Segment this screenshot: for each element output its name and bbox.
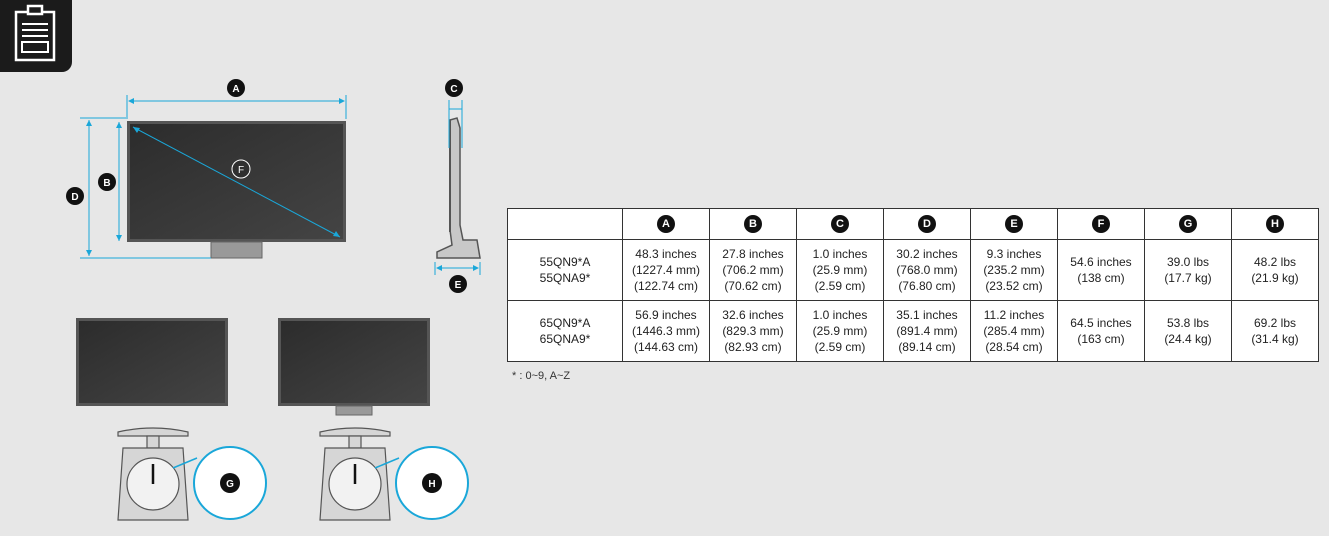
value-cell-f: 54.6 inches (138 cm) [1057, 239, 1145, 301]
value-cell-f: 64.5 inches (163 cm) [1057, 300, 1145, 362]
header-a: A [622, 208, 710, 240]
badge-h-icon: H [1266, 215, 1284, 233]
dimension-diagram: A B D F C E [66, 79, 481, 521]
value-cell-c: 1.0 inches (25.9 mm) (2.59 cm) [796, 239, 884, 301]
value-cell-d: 35.1 inches (891.4 mm) (89.14 cm) [883, 300, 971, 362]
tv-without-stand-on-scale [76, 318, 267, 521]
value-cell-g: 53.8 lbs (24.4 kg) [1144, 300, 1232, 362]
badge-e-icon: E [1005, 215, 1023, 233]
clipboard-icon [0, 0, 72, 72]
badge-a: A [227, 79, 245, 97]
svg-text:B: B [103, 178, 110, 189]
value-cell-h: 48.2 lbs (21.9 kg) [1231, 239, 1319, 301]
badge-b-icon: B [744, 215, 762, 233]
badge-d: D [66, 187, 84, 205]
tv-side-view [434, 100, 481, 275]
svg-text:G: G [226, 479, 234, 490]
header-model [507, 208, 623, 240]
badge-b: B [98, 173, 116, 191]
header-d: D [883, 208, 971, 240]
value-cell-d: 30.2 inches (768.0 mm) (76.80 cm) [883, 239, 971, 301]
svg-text:C: C [450, 84, 457, 95]
value-cell-a: 56.9 inches (1446.3 mm) (144.63 cm) [622, 300, 710, 362]
model-cell: 55QN9*A 55QNA9* [507, 239, 623, 301]
badge-g-icon: G [1179, 215, 1197, 233]
header-f: F [1057, 208, 1145, 240]
header-c: C [796, 208, 884, 240]
value-cell-b: 27.8 inches (706.2 mm) (70.62 cm) [709, 239, 797, 301]
tv-with-stand-on-scale [278, 318, 469, 521]
svg-text:H: H [428, 479, 435, 490]
svg-text:F: F [238, 165, 244, 176]
model-footnote: * : 0~9, A~Z [512, 370, 571, 382]
svg-text:A: A [232, 84, 239, 95]
badge-a-icon: A [657, 215, 675, 233]
header-e: E [970, 208, 1058, 240]
table-header-row: A B C D E F G H [507, 208, 1319, 240]
header-h: H [1231, 208, 1319, 240]
model-cell: 65QN9*A 65QNA9* [507, 300, 623, 362]
value-cell-h: 69.2 lbs (31.4 kg) [1231, 300, 1319, 362]
tv-front-view [80, 95, 347, 259]
header-b: B [709, 208, 797, 240]
value-cell-g: 39.0 lbs (17.7 kg) [1144, 239, 1232, 301]
badge-h: H [422, 473, 442, 493]
value-cell-e: 9.3 inches (235.2 mm) (23.52 cm) [970, 239, 1058, 301]
table-row: 55QN9*A 55QNA9* 48.3 inches (1227.4 mm) … [507, 239, 1319, 301]
badge-d-icon: D [918, 215, 936, 233]
value-cell-a: 48.3 inches (1227.4 mm) (122.74 cm) [622, 239, 710, 301]
badge-e: E [449, 275, 467, 293]
badge-f: F [238, 165, 244, 176]
badge-g: G [220, 473, 240, 493]
value-cell-b: 32.6 inches (829.3 mm) (82.93 cm) [709, 300, 797, 362]
svg-text:D: D [71, 192, 78, 203]
badge-f-icon: F [1092, 215, 1110, 233]
dimensions-table: A B C D E F G H 55QN9*A 55QNA9* 48.3 inc… [507, 208, 1319, 362]
badge-c-icon: C [831, 215, 849, 233]
header-g: G [1144, 208, 1232, 240]
table-row: 65QN9*A 65QNA9* 56.9 inches (1446.3 mm) … [507, 300, 1319, 362]
value-cell-e: 11.2 inches (285.4 mm) (28.54 cm) [970, 300, 1058, 362]
badge-c: C [445, 79, 463, 97]
value-cell-c: 1.0 inches (25.9 mm) (2.59 cm) [796, 300, 884, 362]
svg-text:E: E [455, 280, 462, 291]
